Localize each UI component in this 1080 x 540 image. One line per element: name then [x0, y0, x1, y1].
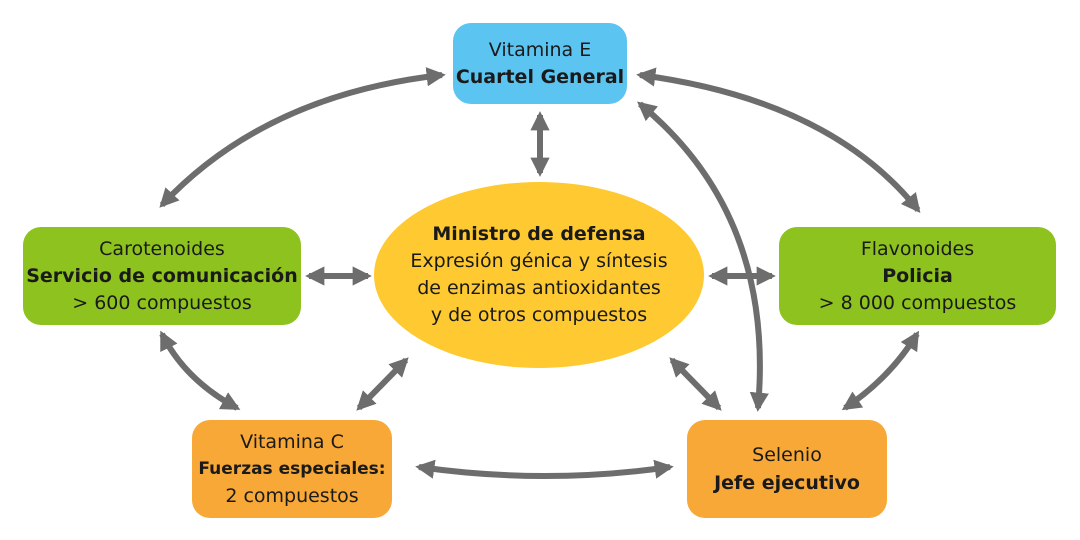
arrow-vitamin-e-selenium — [637, 101, 769, 412]
center-line-1: Expresión génica y síntesis — [410, 250, 668, 272]
flavonoids-role: Policia — [882, 264, 953, 287]
vitamin-e-name: Vitamina E — [488, 38, 592, 61]
center-title: Ministro de defensa — [432, 223, 646, 245]
carotenoids-count: > 600 compuestos — [72, 291, 252, 314]
vitamin-e-role: Cuartel General — [455, 65, 625, 88]
node-flavonoids: Flavonoides Policia > 8 000 compuestos — [779, 227, 1056, 325]
arrow-center-selenium — [669, 357, 722, 411]
arrow-center-vitamin-c — [356, 357, 409, 411]
vitamin-c-count: 2 compuestos — [225, 484, 359, 507]
node-vitamin-e: Vitamina E Cuartel General — [453, 23, 627, 104]
flavonoids-count: > 8 000 compuestos — [818, 291, 1017, 314]
node-carotenoids: Carotenoides Servicio de comunicación > … — [23, 227, 301, 325]
arrow-flavonoids-selenium — [841, 330, 920, 411]
node-center-defense-ministry: Ministro de defensa Expresión génica y s… — [374, 182, 704, 368]
arrow-carotenoids-vitamin-c — [159, 330, 241, 411]
center-line-2: de enzimas antioxidantes — [417, 277, 661, 299]
carotenoids-name: Carotenoides — [99, 237, 225, 260]
node-selenium: Selenio Jefe ejecutivo — [687, 420, 887, 518]
selenium-role: Jefe ejecutivo — [714, 472, 860, 494]
vitamin-c-name: Vitamina C — [240, 430, 344, 453]
selenium-name: Selenio — [752, 444, 822, 466]
center-line-3: y de otros compuestos — [430, 304, 648, 326]
vitamin-c-role: Fuerzas especiales: — [198, 458, 386, 479]
carotenoids-role: Servicio de comunicación — [26, 264, 298, 287]
arrow-vitamin-e-carotenoids — [159, 67, 446, 208]
node-vitamin-c: Vitamina C Fuerzas especiales: 2 compues… — [192, 420, 392, 518]
arrow-vitamin-c-selenium — [415, 459, 674, 479]
arrow-vitamin-e-flavonoids — [636, 67, 921, 213]
flavonoids-name: Flavonoides — [860, 237, 975, 260]
